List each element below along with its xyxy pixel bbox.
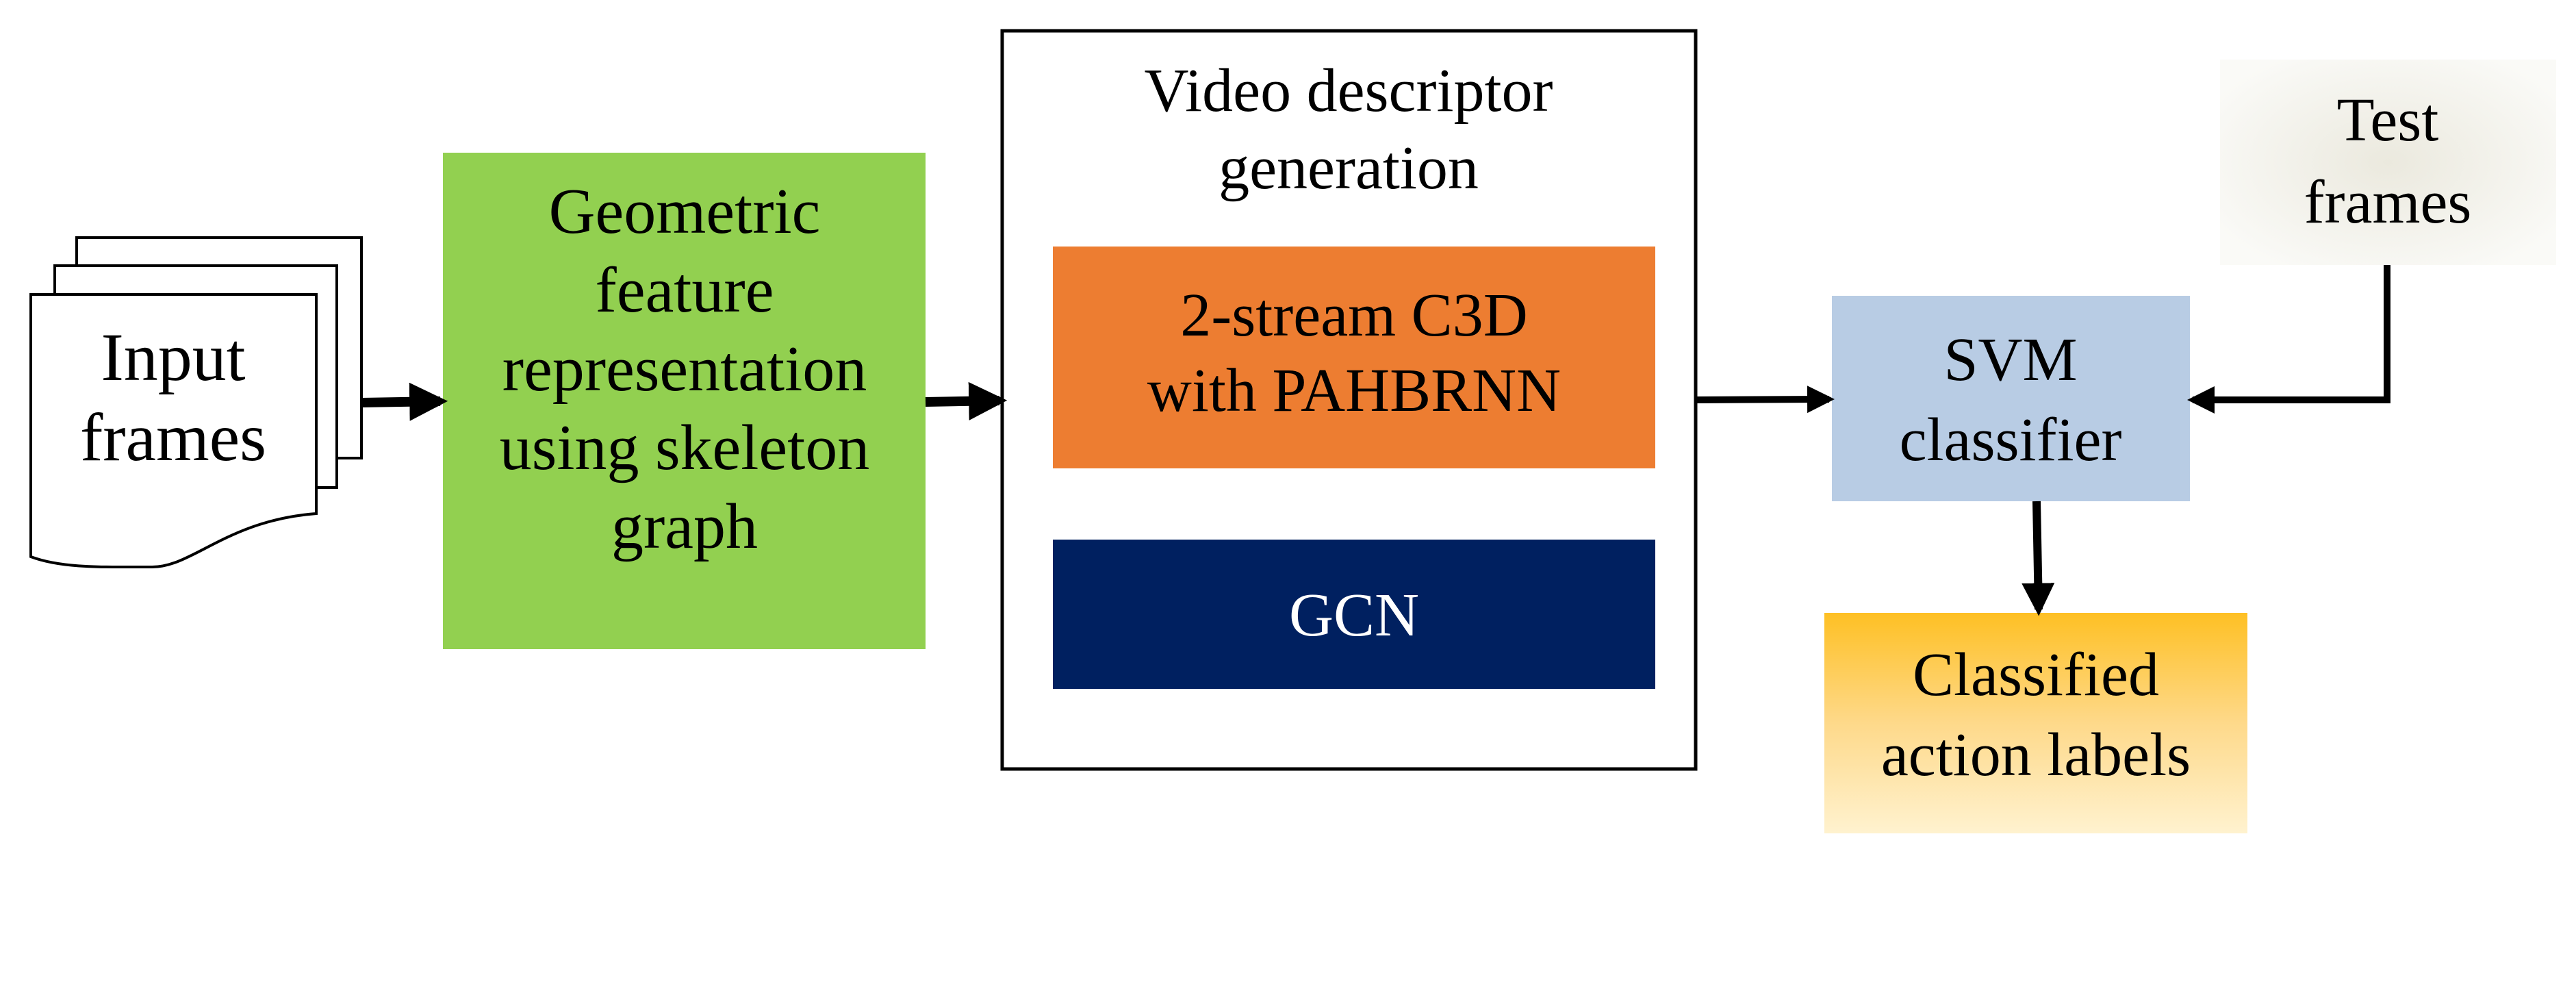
classified-label-1: Classified: [1913, 641, 2159, 709]
input-frames-node: Input frames: [29, 236, 363, 569]
input-frames-label-2: frames: [80, 399, 266, 475]
input-frames-label-1: Input: [101, 319, 245, 395]
gcn-label: GCN: [1289, 581, 1419, 649]
test-frames-label-1: Test: [2337, 86, 2439, 154]
svm-label-2: classifier: [1900, 406, 2122, 474]
classified-labels-node: Classified action labels: [1824, 613, 2247, 833]
svm-label-1: SVM: [1943, 326, 2077, 394]
classified-label-2: action labels: [1881, 721, 2191, 789]
c3d-pahbrnn-box: [1053, 247, 1655, 468]
gcn-box: [1053, 540, 1655, 689]
geometric-feature-node: Geometric feature representation using s…: [443, 153, 926, 649]
video-descriptor-title-1: Video descriptor: [1145, 57, 1553, 125]
test-frames-node: Test frames: [2220, 60, 2556, 265]
c3d-label-1: 2-stream C3D: [1180, 281, 1527, 349]
test-frames-box: [2220, 60, 2556, 265]
arrow-svm-to-classified: [2022, 501, 2055, 616]
document-page-front: [29, 293, 318, 569]
svm-classifier-node: SVM classifier: [1832, 296, 2190, 501]
geometric-label-4: using skeleton: [500, 412, 869, 483]
geometric-label-5: graph: [611, 491, 758, 562]
geometric-label-1: Geometric: [549, 176, 821, 247]
arrow-test-to-svm: [2187, 265, 2390, 414]
geometric-label-2: feature: [596, 255, 774, 326]
arrow-video-to-svm: [1695, 386, 1835, 414]
c3d-label-2: with PAHBRNN: [1147, 357, 1561, 425]
video-descriptor-node: Video descriptor generation 2-stream C3D…: [1000, 29, 1698, 771]
svm-classifier-box: [1832, 296, 2190, 501]
arrow-geometric-to-video: [925, 381, 1008, 420]
geometric-label-3: representation: [502, 333, 867, 405]
video-descriptor-title-2: generation: [1219, 134, 1479, 202]
test-frames-label-2: frames: [2304, 168, 2472, 236]
classified-labels-box: [1824, 613, 2247, 833]
geometric-feature-box: [443, 153, 926, 649]
arrow-input-to-geometric: [361, 382, 448, 421]
